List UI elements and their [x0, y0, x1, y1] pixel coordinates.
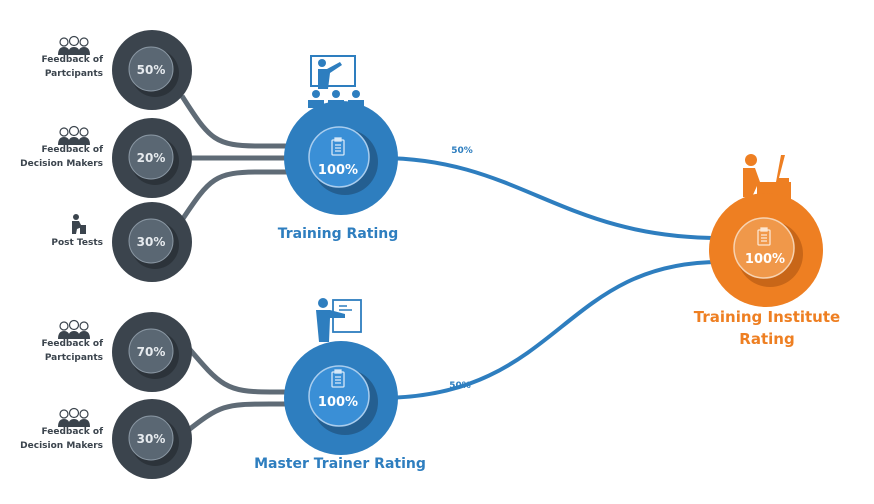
- input-node-tr-posttests: 30% Post Tests: [51, 202, 192, 282]
- person-at-desk-icon: [72, 214, 86, 234]
- hub-training: 100% Training Rating: [278, 55, 399, 242]
- input-label: Partcipants: [45, 69, 103, 79]
- input-node-tr-participants: 50% Feedback of Partcipants: [41, 30, 192, 110]
- hub-institute-value: 100%: [745, 252, 785, 267]
- input-label: Feedback of: [41, 339, 103, 349]
- input-value: 30%: [137, 235, 166, 249]
- connector-training-institute: [379, 156, 721, 240]
- input-value: 30%: [137, 432, 166, 446]
- input-label: Feedback of: [41, 427, 103, 437]
- hub-institute-title-line2: Rating: [739, 330, 794, 348]
- hub-training-title: Training Rating: [278, 226, 399, 242]
- people-group-icon: [58, 35, 90, 55]
- input-label: Decision Makers: [20, 441, 103, 451]
- input-value: 70%: [137, 345, 166, 359]
- input-value: 20%: [137, 151, 166, 165]
- connector-mt-decision: [184, 401, 300, 434]
- connector-tr-participants: [179, 94, 300, 149]
- input-label: Partcipants: [45, 353, 103, 363]
- classroom-teacher-icon: [308, 55, 364, 108]
- input-node-mt-decision: 30% Feedback of Decision Makers: [20, 399, 192, 479]
- input-nodes: 50% Feedback of Partcipants 20% Feedback of D…: [20, 30, 192, 479]
- hub-master-title: Master Trainer Rating: [254, 456, 426, 472]
- input-label: Feedback of: [41, 145, 103, 155]
- connector-master-institute: [379, 260, 721, 400]
- input-label: Decision Makers: [20, 159, 103, 169]
- input-node-mt-participants: 70% Feedback of Partcipants: [41, 312, 192, 392]
- hub-master: 100% Master Trainer Rating: [254, 298, 426, 472]
- hub-institute: 100% Training Institute Rating: [694, 154, 840, 348]
- clipboard-icon: [757, 227, 771, 246]
- connector-tr-posttests: [179, 169, 300, 222]
- clipboard-icon: [331, 137, 345, 156]
- trainer-presentation-icon: [316, 298, 362, 342]
- hub-master-value: 100%: [318, 395, 358, 410]
- connectors: [179, 94, 721, 434]
- input-label: Post Tests: [51, 238, 103, 248]
- input-label: Feedback of: [41, 55, 103, 65]
- hub-institute-title-line1: Training Institute: [694, 308, 840, 326]
- people-group-icon: [58, 319, 90, 339]
- clipboard-icon: [331, 369, 345, 388]
- decision-makers-icon: [58, 125, 90, 145]
- decision-makers-icon: [58, 407, 90, 427]
- hub-training-value: 100%: [318, 163, 358, 178]
- connector-mt-participants: [184, 343, 300, 395]
- link-weight-master: 50%: [449, 381, 471, 391]
- input-node-tr-decision: 20% Feedback of Decision Makers: [20, 118, 192, 198]
- link-weight-training: 50%: [451, 146, 473, 156]
- input-value: 50%: [137, 63, 166, 77]
